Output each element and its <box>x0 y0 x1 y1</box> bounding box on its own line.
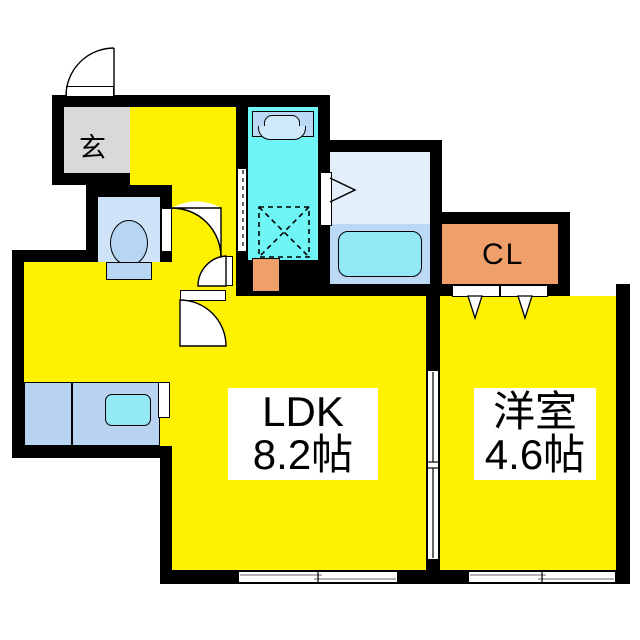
bedroom-label-area: 4.6帖 <box>484 431 586 478</box>
wall-bath-bottom <box>318 284 442 296</box>
room-closet <box>442 224 558 284</box>
washroom-sliding-door[interactable] <box>237 168 247 252</box>
hall-door-swing <box>197 255 227 287</box>
toilet-door-leaf[interactable] <box>161 208 172 252</box>
room-bathroom-upper <box>330 152 430 224</box>
wall-closet-right <box>558 212 570 296</box>
ldk-door-leaf[interactable] <box>180 290 226 301</box>
closet-door-fold-marks <box>467 295 533 321</box>
bathroom-folding-door[interactable] <box>320 172 332 226</box>
wall-washroom-lower-block <box>236 260 330 296</box>
kitchen-counter-left <box>24 382 72 446</box>
ldk-label-area: 8.2帖 <box>252 431 354 478</box>
wall-bath-top <box>318 140 442 152</box>
kitchen-counter-end <box>158 382 170 418</box>
toilet-tank <box>106 262 152 280</box>
bedroom-label-name: 洋室 <box>492 388 577 436</box>
bedroom-label: 洋室 4.6帖 <box>474 388 596 480</box>
washing-machine-space <box>258 206 310 258</box>
entrance-label: 玄 <box>79 133 106 163</box>
wall-closet-top <box>430 212 570 224</box>
wall-left-entrance <box>52 95 64 185</box>
bathtub <box>338 231 422 277</box>
wall-ldk-bottomleft <box>12 446 172 458</box>
bathroom-door-fold <box>329 177 357 203</box>
room-hall <box>130 107 236 185</box>
wall-top-toilet <box>86 185 172 197</box>
vanity-counter-edge <box>258 126 306 140</box>
wall-kitchen-recess <box>160 446 172 576</box>
ldk-label-name: LDK <box>262 388 344 436</box>
wall-bedroom-right <box>616 284 630 584</box>
wall-ldk-left <box>12 250 24 458</box>
bedroom-window-lines <box>470 571 614 583</box>
wall-bottom-entrance <box>52 173 130 185</box>
closet-label: CL <box>482 238 525 271</box>
partition-door-panels <box>428 372 438 558</box>
room-entrance <box>64 107 130 173</box>
entrance-door-swing <box>65 47 115 97</box>
wall-top-entrance <box>52 95 330 107</box>
toilet-door-swing <box>171 201 222 258</box>
ldk-window-lines <box>240 571 396 583</box>
wall-bath-left-upper <box>318 107 330 152</box>
ldk-door-swing <box>179 299 227 347</box>
kitchen-sink <box>105 394 151 426</box>
toilet-bowl <box>110 220 148 266</box>
shoe-box <box>252 258 280 292</box>
ldk-label: LDK 8.2帖 <box>228 388 378 480</box>
wall-ldk-topleft <box>12 250 98 262</box>
washroom-door-track <box>242 170 244 250</box>
partition-sliding-door[interactable] <box>427 370 439 560</box>
